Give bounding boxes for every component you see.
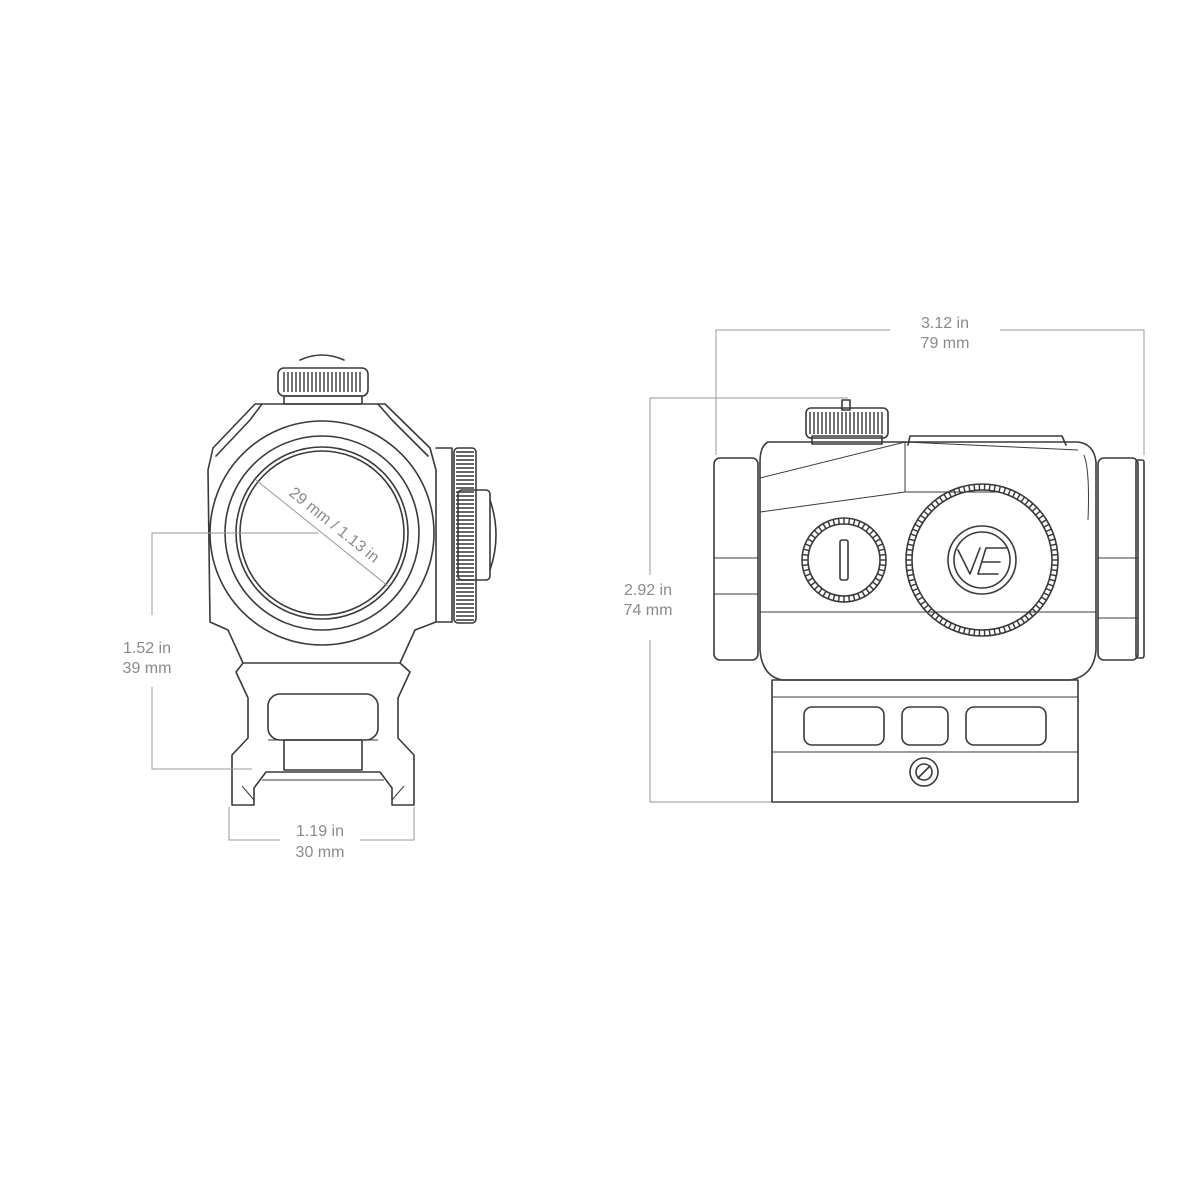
front-height-mm: 39 mm [123,660,172,677]
mount-screw-icon [909,757,939,787]
lens-diameter-label: 29 mm / 1.13 in [285,484,382,566]
front-height-in: 1.52 in [123,640,171,657]
side-length-dimension: 3.12 in 79 mm [715,315,1145,455]
battery-cap-slot [839,539,849,581]
front-view: 29 mm / 1.13 in 1.52 in 39 mm [123,354,497,861]
side-view: 3.12 in 79 mm 2.92 in 74 mm [624,315,1145,803]
front-width-dimension: 1.19 in 30 mm [228,807,415,861]
side-front-barrel [713,457,759,661]
front-mount [231,662,415,806]
side-top-knob [805,399,889,445]
front-width-mm: 30 mm [296,844,345,861]
front-height-dimension: 1.52 in 39 mm [123,532,318,770]
ve-logo-icon [957,547,1007,575]
side-mount-base [771,679,1079,803]
side-height-mm: 74 mm [624,602,673,619]
side-rear-barrel [1097,457,1139,661]
front-side-knob [435,447,497,624]
side-body [759,441,1097,681]
front-top-knob [277,354,369,405]
front-width-in: 1.19 in [296,823,344,840]
side-height-in: 2.92 in [624,582,672,599]
side-height-dimension: 2.92 in 74 mm [624,397,848,803]
battery-cap [801,517,887,603]
side-length-mm: 79 mm [921,335,970,352]
brightness-dial [905,483,1059,637]
side-mount [771,679,1079,803]
lens-diameter-line [255,479,389,587]
side-length-in: 3.12 in [921,315,969,332]
